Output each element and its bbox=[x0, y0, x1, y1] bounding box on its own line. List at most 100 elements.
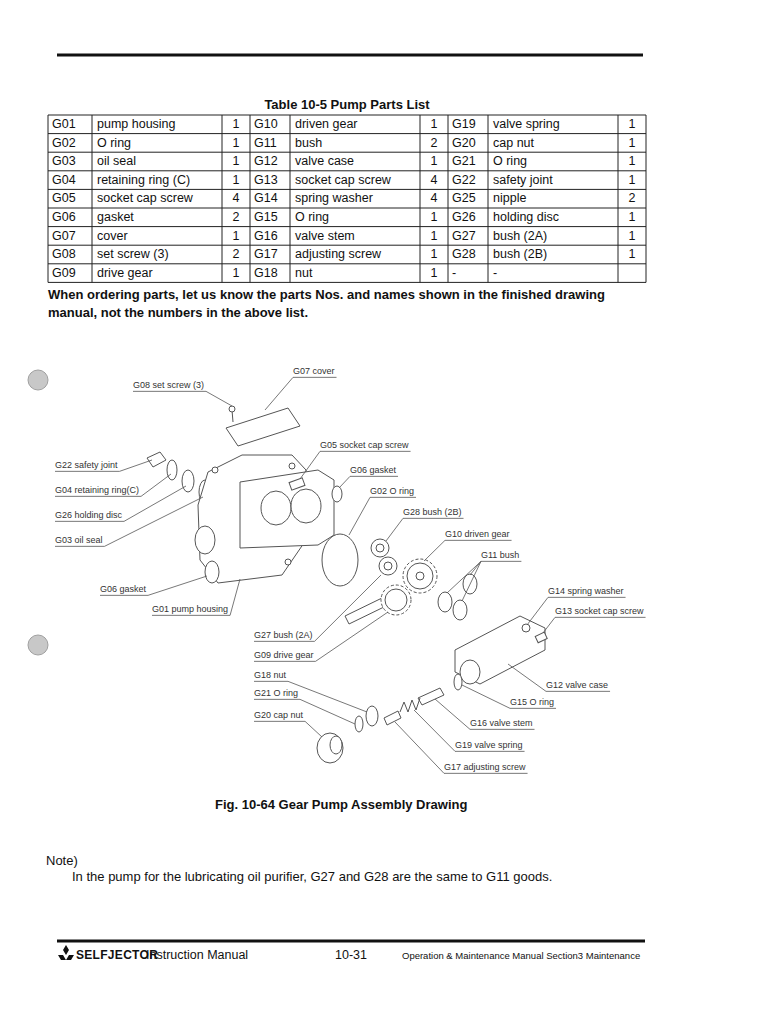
table-cell: 1 bbox=[222, 229, 250, 244]
table-rule bbox=[48, 263, 646, 264]
table-cell: O ring bbox=[493, 154, 527, 169]
table-cell: G28 bbox=[452, 247, 476, 262]
leader-line bbox=[315, 575, 381, 641]
leader-line bbox=[543, 617, 555, 633]
table-cell: safety joint bbox=[493, 173, 553, 188]
table-cell: 1 bbox=[420, 154, 448, 169]
callout-label: G07 cover bbox=[293, 366, 335, 376]
table-rule bbox=[290, 115, 291, 282]
pump-illustration bbox=[289, 478, 305, 490]
leader-line bbox=[105, 497, 203, 546]
leader-line bbox=[349, 497, 370, 535]
table-cell: valve case bbox=[295, 154, 354, 169]
table-cell: pump housing bbox=[97, 117, 176, 132]
table-cell: 1 bbox=[618, 173, 646, 188]
label-underline bbox=[470, 729, 535, 730]
callout-label: G04 retaining ring(C) bbox=[55, 485, 139, 495]
leader-line bbox=[527, 597, 548, 625]
pump-illustration bbox=[416, 572, 424, 580]
table-cell: G18 bbox=[254, 266, 278, 281]
pump-illustration bbox=[147, 452, 166, 467]
leader-line bbox=[386, 518, 403, 541]
brand-logo bbox=[58, 955, 66, 960]
table-rule bbox=[48, 152, 646, 153]
figure-caption: Fig. 10-64 Gear Pump Assembly Drawing bbox=[215, 797, 467, 813]
pump-illustration bbox=[355, 716, 363, 732]
table-cell: 4 bbox=[222, 191, 250, 206]
leader-line bbox=[395, 722, 444, 773]
leader-line bbox=[316, 612, 388, 661]
leader-line bbox=[120, 460, 152, 471]
brand-logo bbox=[66, 955, 74, 960]
pump-illustration bbox=[147, 406, 547, 763]
leader-line bbox=[508, 664, 546, 691]
label-underline bbox=[55, 521, 124, 522]
table-cell: - bbox=[493, 266, 497, 281]
table-cell: socket cap screw bbox=[295, 173, 391, 188]
brand-logo bbox=[58, 945, 74, 960]
table-cell: G25 bbox=[452, 191, 476, 206]
label-underline bbox=[133, 391, 206, 392]
table-rule bbox=[48, 208, 646, 209]
table-cell: G21 bbox=[452, 154, 476, 169]
label-underline bbox=[548, 597, 626, 598]
pump-illustration bbox=[240, 470, 334, 548]
table-cell: 1 bbox=[618, 210, 646, 225]
table-rule bbox=[618, 115, 619, 282]
label-underline bbox=[293, 377, 337, 378]
leader-line bbox=[265, 377, 293, 410]
table-cell: G04 bbox=[52, 173, 76, 188]
table-cell: G08 bbox=[52, 247, 76, 262]
pump-illustration bbox=[522, 624, 530, 632]
table-cell: G20 bbox=[452, 136, 476, 151]
callout-label: G05 socket cap screw bbox=[320, 440, 409, 450]
pump-illustration bbox=[460, 660, 480, 684]
table-cell: G03 bbox=[52, 154, 76, 169]
table-cell: holding disc bbox=[493, 210, 559, 225]
footer-text: Instruction Manual bbox=[146, 948, 248, 963]
table-cell: 1 bbox=[420, 229, 448, 244]
label-underline bbox=[254, 681, 288, 682]
table-cell: bush (2B) bbox=[493, 247, 547, 262]
leader-line bbox=[447, 561, 481, 593]
leader-line bbox=[462, 561, 481, 601]
table-rule bbox=[48, 133, 646, 134]
table-rule bbox=[48, 115, 646, 116]
footer-text: Operation & Maintenance Manual Section3 … bbox=[402, 950, 640, 961]
table-rule bbox=[48, 170, 646, 171]
callout-label: G15 O ring bbox=[510, 697, 554, 707]
leader-line bbox=[305, 721, 322, 737]
callout-label: G06 gasket bbox=[350, 465, 396, 475]
pump-illustration bbox=[454, 674, 462, 690]
table-rule bbox=[48, 226, 646, 227]
table-rule bbox=[250, 115, 251, 282]
pump-illustration bbox=[167, 460, 177, 480]
table-cell: nut bbox=[295, 266, 312, 281]
punch-hole bbox=[28, 370, 48, 390]
table-cell: 1 bbox=[222, 173, 250, 188]
pump-illustration bbox=[330, 736, 342, 754]
page-rule bbox=[57, 54, 643, 57]
table-cell: 1 bbox=[618, 136, 646, 151]
label-underline bbox=[350, 476, 398, 477]
label-underline bbox=[152, 615, 230, 616]
table-cell: cover bbox=[97, 229, 128, 244]
leader-line bbox=[206, 391, 232, 406]
pump-illustration bbox=[182, 470, 194, 492]
table-rule bbox=[488, 115, 489, 282]
label-underline bbox=[55, 546, 105, 547]
table-cell: 4 bbox=[420, 191, 448, 206]
label-underline bbox=[370, 497, 416, 498]
table-cell: spring washer bbox=[295, 191, 373, 206]
pump-illustration bbox=[317, 733, 343, 763]
table-cell: G14 bbox=[254, 191, 278, 206]
pump-illustration bbox=[366, 706, 378, 726]
table-cell: retaining ring (C) bbox=[97, 173, 190, 188]
table-cell: 4 bbox=[420, 173, 448, 188]
callout-label: G08 set screw (3) bbox=[133, 380, 204, 390]
pump-illustration bbox=[535, 632, 547, 643]
callout-label: G10 driven gear bbox=[445, 529, 510, 539]
table-cell: G13 bbox=[254, 173, 278, 188]
table-cell: O ring bbox=[97, 136, 131, 151]
